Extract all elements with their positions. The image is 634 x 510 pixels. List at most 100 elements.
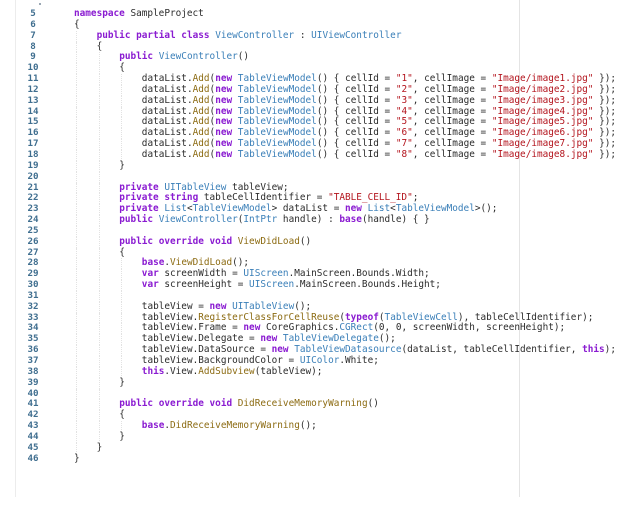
indent-guide [76, 312, 77, 324]
line-number: 11 [27, 73, 39, 85]
indent-guide [98, 290, 100, 302]
code-token: ( [209, 127, 216, 139]
indent-guide [76, 117, 77, 129]
type-token: TableViewModel [237, 116, 317, 128]
code-text: { [119, 246, 125, 259]
method-token: Add [192, 83, 210, 95]
code-token: tableView.Frame = [141, 322, 244, 334]
type-token: TableViewModel [237, 83, 317, 95]
code-token: ), tableCellIdentifier); [457, 311, 594, 323]
indent-guide [76, 345, 77, 356]
code-token: { [74, 18, 80, 30]
line-number: 26 [27, 235, 39, 247]
line-number: 22 [27, 192, 39, 204]
indent-guide [76, 334, 77, 346]
code-token: , cellImage = [412, 73, 492, 85]
code-token: } [119, 376, 125, 388]
code-token: ( [209, 73, 216, 85]
keyword-token: class [181, 29, 210, 41]
line-number: 28 [27, 257, 39, 269]
code-token: (dataList, tableCellIdentifier, [401, 344, 583, 356]
code-text: { [119, 409, 125, 421]
code-token: { [119, 246, 125, 258]
code-token: tableView; [226, 181, 289, 193]
indent-guide [121, 139, 123, 150]
code-token: , cellImage = [412, 94, 492, 106]
type-token: TableViewModel [237, 105, 317, 117]
code-token: . [164, 420, 171, 432]
line-number: 45 [27, 441, 39, 453]
line-number: 5 [30, 8, 36, 19]
indent-guide [121, 258, 123, 270]
code-token: ); [604, 344, 616, 356]
code-token: }); [593, 127, 617, 139]
indent-guide [121, 301, 123, 313]
code-token: () { cellId = [316, 94, 396, 106]
indent-guide [121, 95, 123, 107]
code-text: } [119, 376, 125, 389]
type-token: TableViewModel [237, 148, 317, 160]
method-token: Add [192, 73, 210, 85]
keyword-token: this [141, 365, 165, 377]
code-token: dataList. [141, 127, 193, 139]
indent-guide [98, 366, 100, 378]
code-text: public partial class ViewController : UI… [97, 29, 402, 42]
string-token: "Image/image4.jpg" [491, 105, 594, 117]
code-text: dataList.Add(new TableViewModel() { cell… [141, 83, 616, 96]
line-number: 19 [27, 159, 39, 171]
code-token: () { cellId = [316, 148, 396, 160]
code-token: () { cellId = [316, 105, 396, 117]
indent-guide [76, 84, 77, 96]
string-token: "TABLE_CELL_ID" [328, 192, 413, 204]
keyword-token: new [215, 148, 233, 160]
indent-guide [121, 74, 123, 85]
code-text: public override void DidReceiveMemoryWar… [119, 398, 379, 410]
indent-guide [76, 41, 77, 53]
code-token: }); [593, 105, 617, 117]
line-number: 27 [27, 246, 39, 258]
code-token: }); [593, 116, 617, 128]
keyword-token: new [209, 300, 227, 312]
indent-guide [98, 149, 100, 161]
type-token: UIViewController [311, 29, 402, 41]
keyword-token: override [158, 398, 204, 410]
code-text: tableView = new UITableView(); [141, 300, 311, 313]
string-token: "Image/image3.jpg" [491, 94, 594, 106]
indent-guide [76, 301, 77, 313]
code-token: ( [209, 148, 216, 160]
code-token: (); [299, 420, 317, 432]
indent-guide [76, 63, 77, 75]
code-token: tableView = [141, 300, 210, 312]
string-token: "Image/image1.jpg" [491, 73, 594, 85]
keyword-token: new [215, 94, 233, 106]
line-number: 42 [27, 409, 39, 421]
line-number: 17 [27, 138, 39, 150]
keyword-token: void [209, 398, 233, 410]
type-token: TableViewCell [384, 311, 458, 323]
type-token: CGRect [339, 322, 374, 334]
code-text: private string tableCellIdentifier = "TA… [119, 192, 419, 204]
keyword-token: new [271, 344, 289, 356]
indent-guide [98, 74, 100, 85]
indent-guide [98, 95, 100, 107]
code-token: () [367, 398, 379, 410]
method-token: ViewDidLoad [237, 235, 300, 247]
keyword-token: base [141, 257, 165, 269]
code-text: tableView.Frame = new CoreGraphics.CGRec… [142, 323, 565, 334]
indent-guide [76, 399, 77, 411]
string-token: "4" [395, 105, 413, 117]
code-token: () { cellId = [316, 116, 396, 128]
code-token: dataList. [141, 83, 193, 95]
string-token: "1" [395, 73, 413, 85]
code-token: ; [412, 192, 419, 204]
code-token: , cellImage = [412, 138, 492, 150]
code-text: base.ViewDidLoad(); [141, 257, 249, 269]
line-number: 37 [27, 355, 39, 366]
code-text: tableView.DataSource = new TableViewData… [142, 344, 616, 356]
indent-guide [76, 139, 77, 150]
line-number: 23 [27, 203, 39, 215]
line-number: 44 [27, 430, 39, 442]
indent-guide [98, 236, 100, 248]
type-token: UIScreen [249, 279, 295, 291]
